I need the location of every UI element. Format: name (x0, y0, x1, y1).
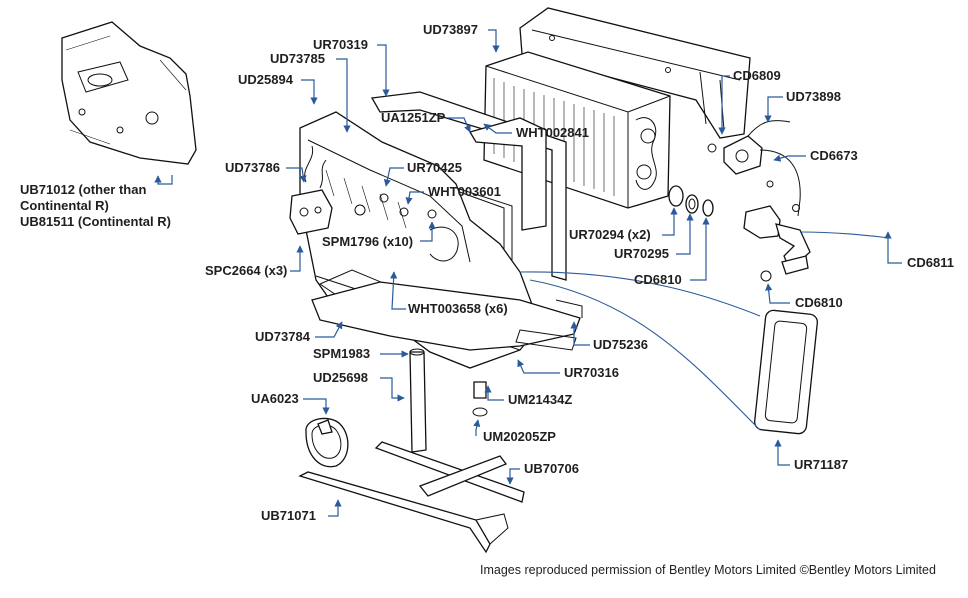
label-cd6809[interactable]: CD6809 (733, 68, 781, 83)
label-ud73898[interactable]: UD73898 (786, 89, 841, 104)
label-ud73897[interactable]: UD73897 (423, 22, 478, 37)
actuator-module (289, 145, 333, 235)
copyright-credit: Images reproduced permission of Bentley … (480, 563, 936, 577)
label-cd6810-b[interactable]: CD6810 (795, 295, 843, 310)
label-cd6673[interactable]: CD6673 (810, 148, 858, 163)
label-ud73784[interactable]: UD73784 (255, 329, 310, 344)
label-ub71012-line1: UB71012 (other than (20, 182, 147, 197)
label-spm1796[interactable]: SPM1796 (x10) (322, 234, 414, 249)
support-brackets (298, 441, 525, 554)
connection-curve-right (799, 231, 891, 239)
gasket-frames (370, 91, 567, 303)
label-ub71071[interactable]: UB71071 (261, 508, 316, 523)
label-ur70316[interactable]: UR70316 (564, 365, 619, 380)
connection-curve-upper (519, 271, 761, 317)
label-ub81511: UB81511 (Continental R) (20, 214, 171, 229)
connection-curve-lower (529, 279, 761, 431)
label-ub71012-line2: Continental R) (20, 198, 109, 213)
label-ud73785[interactable]: UD73785 (270, 51, 325, 66)
label-um21434z[interactable]: UM21434Z (508, 392, 573, 407)
label-ur70294[interactable]: UR70294 (x2) (569, 227, 651, 242)
drain-tray (311, 281, 583, 351)
screw-and-washer (472, 381, 488, 417)
refrigerant-hose-fitting (743, 180, 811, 282)
label-wht003601[interactable]: WHT003601 (428, 184, 501, 199)
label-ud73786[interactable]: UD73786 (225, 160, 280, 175)
label-ur70295[interactable]: UR70295 (614, 246, 669, 261)
label-spc2664[interactable]: SPC2664 (x3) (205, 263, 288, 278)
label-ud75236[interactable]: UD75236 (593, 337, 648, 352)
label-wht002841[interactable]: WHT002841 (516, 125, 589, 140)
label-ur71187[interactable]: UR71187 (794, 457, 849, 472)
label-ub70706[interactable]: UB70706 (524, 461, 579, 476)
label-um20205zp[interactable]: UM20205ZP (483, 429, 556, 444)
label-wht003658[interactable]: WHT003658 (x6) (408, 301, 508, 316)
label-cd6811[interactable]: CD6811 (907, 255, 954, 270)
heat-shield-panel (61, 21, 197, 165)
label-ur70319[interactable]: UR70319 (313, 37, 368, 52)
label-ua1251zp[interactable]: UA1251ZP (381, 110, 446, 125)
leader-lines (154, 29, 902, 517)
label-spm1983[interactable]: SPM1983 (313, 346, 371, 361)
label-ud25894[interactable]: UD25894 (238, 72, 293, 87)
label-ub71012[interactable]: UB71012 (other than Continental R) UB815… (20, 182, 240, 230)
label-ua6023[interactable]: UA6023 (251, 391, 299, 406)
hose-clamp (305, 417, 349, 468)
drain-tube (409, 348, 427, 453)
rectangular-seal (754, 309, 818, 435)
label-cd6810-a[interactable]: CD6810 (634, 272, 682, 287)
o-ring-seals (668, 185, 714, 217)
label-ud25698[interactable]: UD25698 (313, 370, 368, 385)
label-ur70425[interactable]: UR70425 (407, 160, 462, 175)
expansion-valve-assembly (707, 120, 801, 217)
